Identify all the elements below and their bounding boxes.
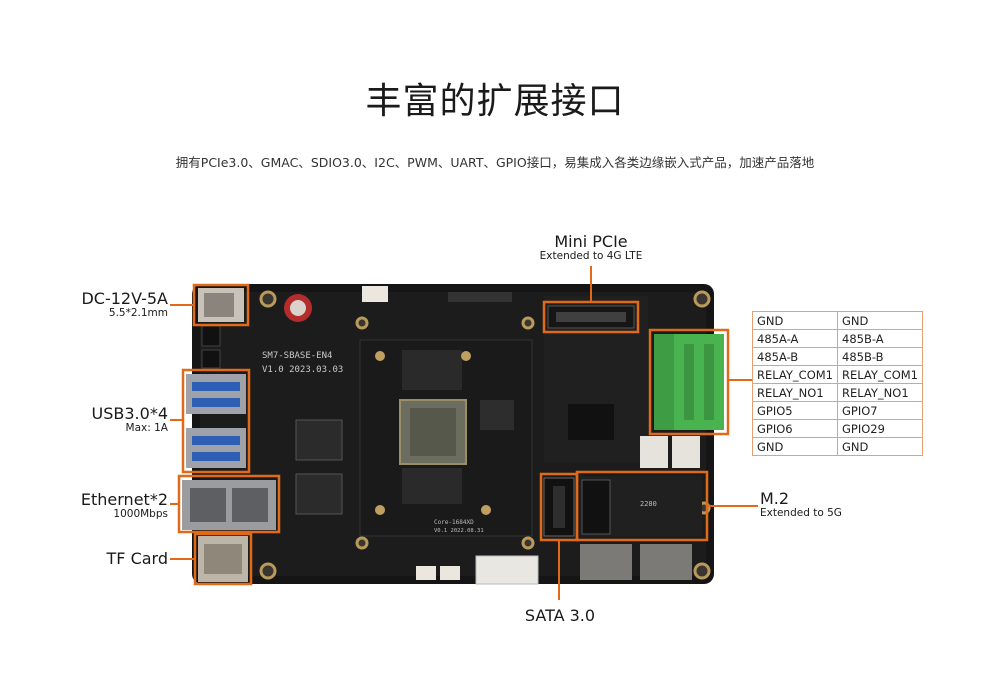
mounting-holes (259, 290, 711, 580)
module-version: V0.1 2022.08.31 (434, 528, 484, 534)
pin-cell: 485B-A (837, 329, 923, 348)
board-version: V1.0 2023.03.03 (262, 365, 343, 375)
usb-sub: Max: 1A (125, 421, 168, 434)
minipcie-label: Mini PCIe (554, 232, 628, 251)
dc-sub: 5.5*2.1mm (108, 306, 168, 319)
pin-cell: RELAY_COM1 (837, 365, 923, 384)
pin-cell: GPIO29 (837, 419, 923, 438)
dc-callout: DC-12V-5A 5.5*2.1mm (81, 290, 168, 319)
ethernet-callout: Ethernet*2 1000Mbps (81, 491, 168, 520)
usb-ports (186, 374, 246, 468)
module-silkscreen: Core-1684XD (434, 519, 474, 526)
page-title: 丰富的扩展接口 (365, 81, 625, 122)
pin-cell: GND (837, 437, 923, 456)
ethernet-sub: 1000Mbps (113, 507, 168, 520)
sata-label: SATA 3.0 (524, 606, 596, 625)
pin-cell: GPIO7 (837, 401, 923, 420)
ethernet-ports (182, 480, 276, 530)
usb-callout: USB3.0*4 Max: 1A (92, 405, 168, 434)
m2-callout: M.2 Extended to 5G (760, 490, 842, 519)
terminal-highlight (648, 328, 730, 436)
usb-label: USB3.0*4 (91, 404, 168, 423)
pin-cell: 485A-A (752, 329, 838, 348)
m2-sub: Extended to 5G (760, 506, 842, 519)
green-terminal-block (654, 334, 724, 430)
minipcie-callout: Mini PCIe Extended to 4G LTE (491, 233, 691, 262)
dc-label: DC-12V-5A (81, 289, 168, 308)
pin-cell: GPIO6 (752, 419, 838, 438)
pin-cell: GND (752, 311, 838, 330)
pin-cell: GND (837, 311, 923, 330)
side-button (201, 325, 221, 347)
ethernet-label: Ethernet*2 (80, 490, 168, 509)
m2-label: M.2 (760, 489, 790, 508)
pin-cell: GND (752, 437, 838, 456)
page-subtitle: 拥有PCIe3.0、GMAC、SDIO3.0、I2C、PWM、UART、GPIO… (175, 155, 815, 170)
tf-label: TF Card (106, 549, 169, 568)
molex-connector (475, 555, 539, 585)
leader-lines (170, 266, 758, 600)
board-silkscreen: SM7-SBASE-EN4 (262, 351, 332, 361)
pin-cell: GPIO5 (752, 401, 838, 420)
sata-callout: SATA 3.0 (470, 607, 650, 625)
pin-cell: RELAY_COM1 (752, 365, 838, 384)
pin-cell: RELAY_NO1 (837, 383, 923, 402)
pin-cell: 485A-B (752, 347, 838, 366)
m2-silkscreen: 2280 (640, 500, 657, 508)
minipcie-sub: Extended to 4G LTE (539, 249, 643, 262)
pin-cell: RELAY_NO1 (752, 383, 838, 402)
pin-cell: 485B-B (837, 347, 923, 366)
tf-callout: TF Card (107, 550, 169, 568)
